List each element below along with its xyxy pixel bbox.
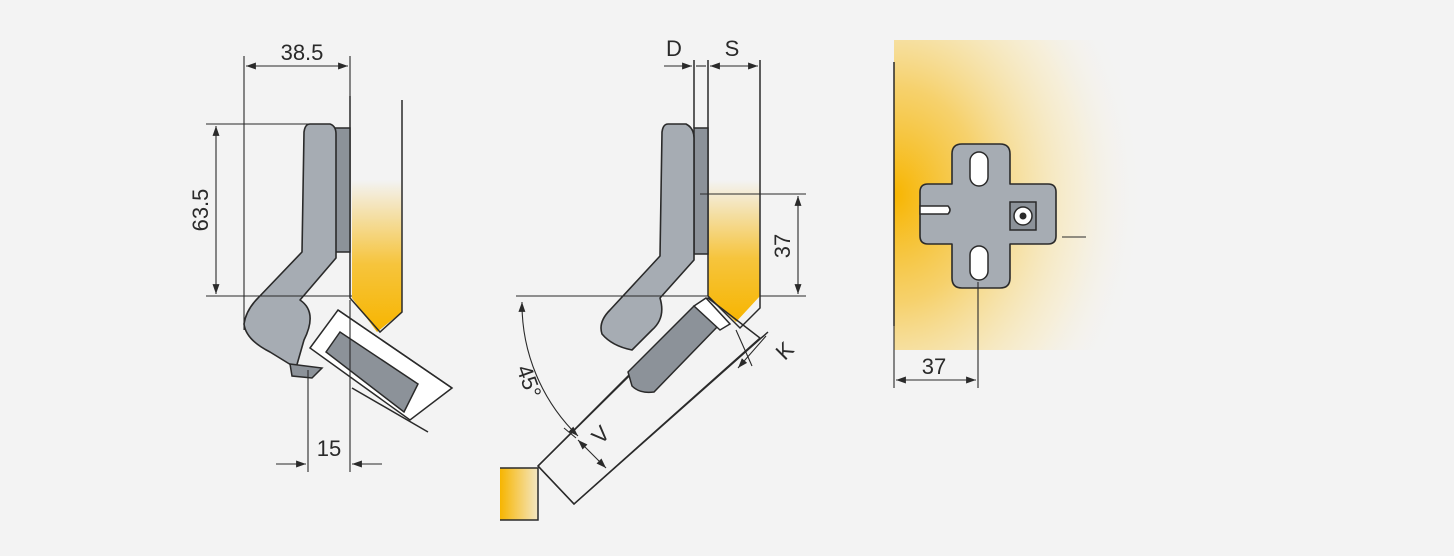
middle-door-outline	[537, 331, 769, 506]
middle-angle-label: 45°	[512, 362, 547, 402]
left-dim-height-label: 63.5	[188, 189, 213, 232]
middle-ext-line-k1	[735, 329, 753, 367]
left-door-cup	[324, 330, 419, 414]
left-cabinet-wood	[352, 180, 402, 332]
right-adjust-screw-center	[1019, 212, 1027, 220]
left-door-edge-lower	[351, 387, 429, 433]
middle-dim-v-line	[577, 439, 607, 469]
right-slot-bottom	[969, 245, 989, 281]
right-view: 37	[893, 40, 1144, 388]
middle-cabinet-wood	[708, 180, 760, 322]
middle-angle-arc	[518, 301, 579, 437]
middle-dim-d-label: D	[666, 36, 682, 61]
middle-dim-k-arrow	[737, 335, 767, 369]
left-hinge-arm	[243, 123, 337, 369]
middle-dim-right-label: 37	[770, 234, 795, 258]
left-door-edge	[337, 309, 453, 389]
left-dim-bottom-label: 15	[317, 436, 341, 461]
right-mounting-plate	[919, 143, 1057, 289]
middle-dim-s-label: S	[725, 36, 740, 61]
middle-dim-k-label: K	[771, 336, 799, 364]
middle-hinge-arm	[600, 123, 695, 351]
left-dim-top-label: 38.5	[281, 40, 324, 65]
middle-door-cup-edge	[692, 297, 732, 331]
right-dim-bottom-label: 37	[922, 354, 946, 379]
middle-wood-block	[500, 468, 538, 520]
middle-dim-v-tick-1	[563, 427, 577, 439]
middle-hinge-mount	[693, 127, 709, 255]
right-slot-left	[919, 205, 951, 215]
right-slot-top	[969, 151, 989, 187]
left-hinge-cup-lower	[289, 363, 324, 379]
middle-view: D S 37 K 45° V	[500, 36, 806, 521]
middle-wood-block-outline	[500, 467, 539, 521]
left-view: 38.5 63.5 15	[188, 40, 454, 472]
